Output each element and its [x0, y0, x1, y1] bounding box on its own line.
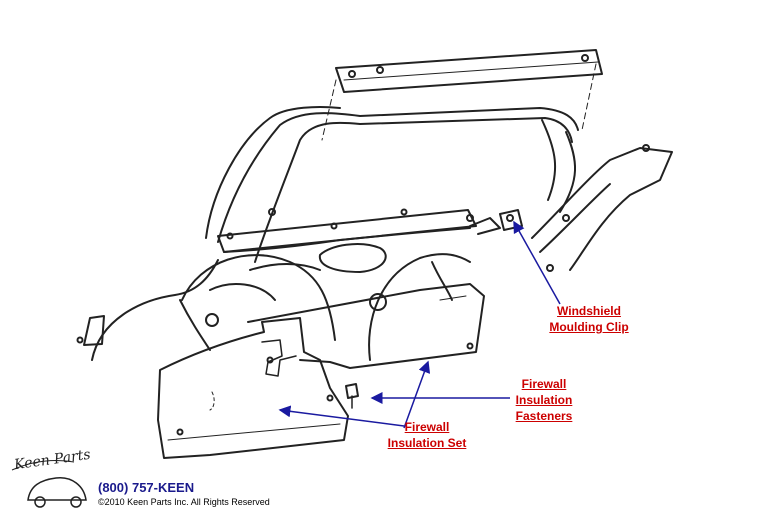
- car-body-line-art: [76, 49, 673, 459]
- callout-arrows: [278, 220, 561, 429]
- firewall-insulation-fasteners-line-1: Firewall: [521, 377, 567, 391]
- firewall-insulation-set-label[interactable]: Firewall Insulation Set: [384, 419, 470, 451]
- firewall-insulation-set-line-2: Insulation Set: [387, 436, 467, 450]
- firewall-insulation-fasteners-line-3: Fasteners: [515, 409, 573, 423]
- arrow-insulation-set: [278, 405, 405, 427]
- copyright-notice: ©2010 Keen Parts Inc. All Rights Reserve…: [98, 497, 270, 507]
- phone-number: (800) 757-KEEN: [98, 480, 195, 495]
- arrow-fasteners-to-pad: [403, 360, 431, 429]
- windshield-moulding-clip-line-1: Windshield: [557, 304, 621, 318]
- firewall-insulation-set-line-1: Firewall: [404, 420, 450, 434]
- windshield-moulding-clip-line-2: Moulding Clip: [549, 320, 629, 334]
- keen-parts-logo-car: [11, 459, 87, 508]
- windshield-moulding-clip-label[interactable]: Windshield Moulding Clip: [541, 303, 637, 335]
- arrow-windshield-clip: [513, 220, 561, 305]
- firewall-insulation-fasteners-line-2: Insulation: [515, 393, 573, 407]
- firewall-insulation-fasteners-label[interactable]: Firewall Insulation Fasteners: [506, 376, 582, 424]
